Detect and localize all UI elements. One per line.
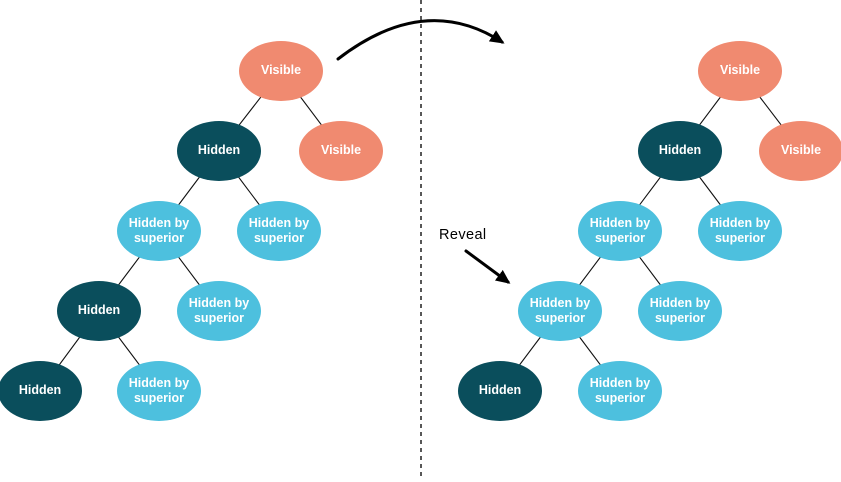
tree-node-hidden-by-superior: Hidden by superior	[578, 361, 662, 421]
tree-node-hidden: Hidden	[638, 121, 722, 181]
tree-node-hidden-by-superior: Hidden by superior	[638, 281, 722, 341]
tree-node-hidden: Hidden	[458, 361, 542, 421]
tree-node-hidden-by-superior: Hidden by superior	[117, 361, 201, 421]
reveal-annotation-label: Reveal	[439, 227, 487, 243]
tree-node-hidden-by-superior: Hidden by superior	[518, 281, 602, 341]
tree-node-hidden-by-superior: Hidden by superior	[117, 201, 201, 261]
tree-node-hidden: Hidden	[177, 121, 261, 181]
tree-node-visible: Visible	[239, 41, 323, 101]
reveal-arrow	[464, 249, 511, 284]
tree-node-hidden-by-superior: Hidden by superior	[698, 201, 782, 261]
tree-node-hidden-by-superior: Hidden by superior	[578, 201, 662, 261]
tree-node-hidden-by-superior: Hidden by superior	[177, 281, 261, 341]
transform-arrow	[336, 19, 505, 61]
tree-node-visible: Visible	[698, 41, 782, 101]
tree-node-hidden: Hidden	[0, 361, 82, 421]
tree-node-visible: Visible	[759, 121, 841, 181]
tree-node-hidden: Hidden	[57, 281, 141, 341]
tree-node-visible: Visible	[299, 121, 383, 181]
tree-node-hidden-by-superior: Hidden by superior	[237, 201, 321, 261]
